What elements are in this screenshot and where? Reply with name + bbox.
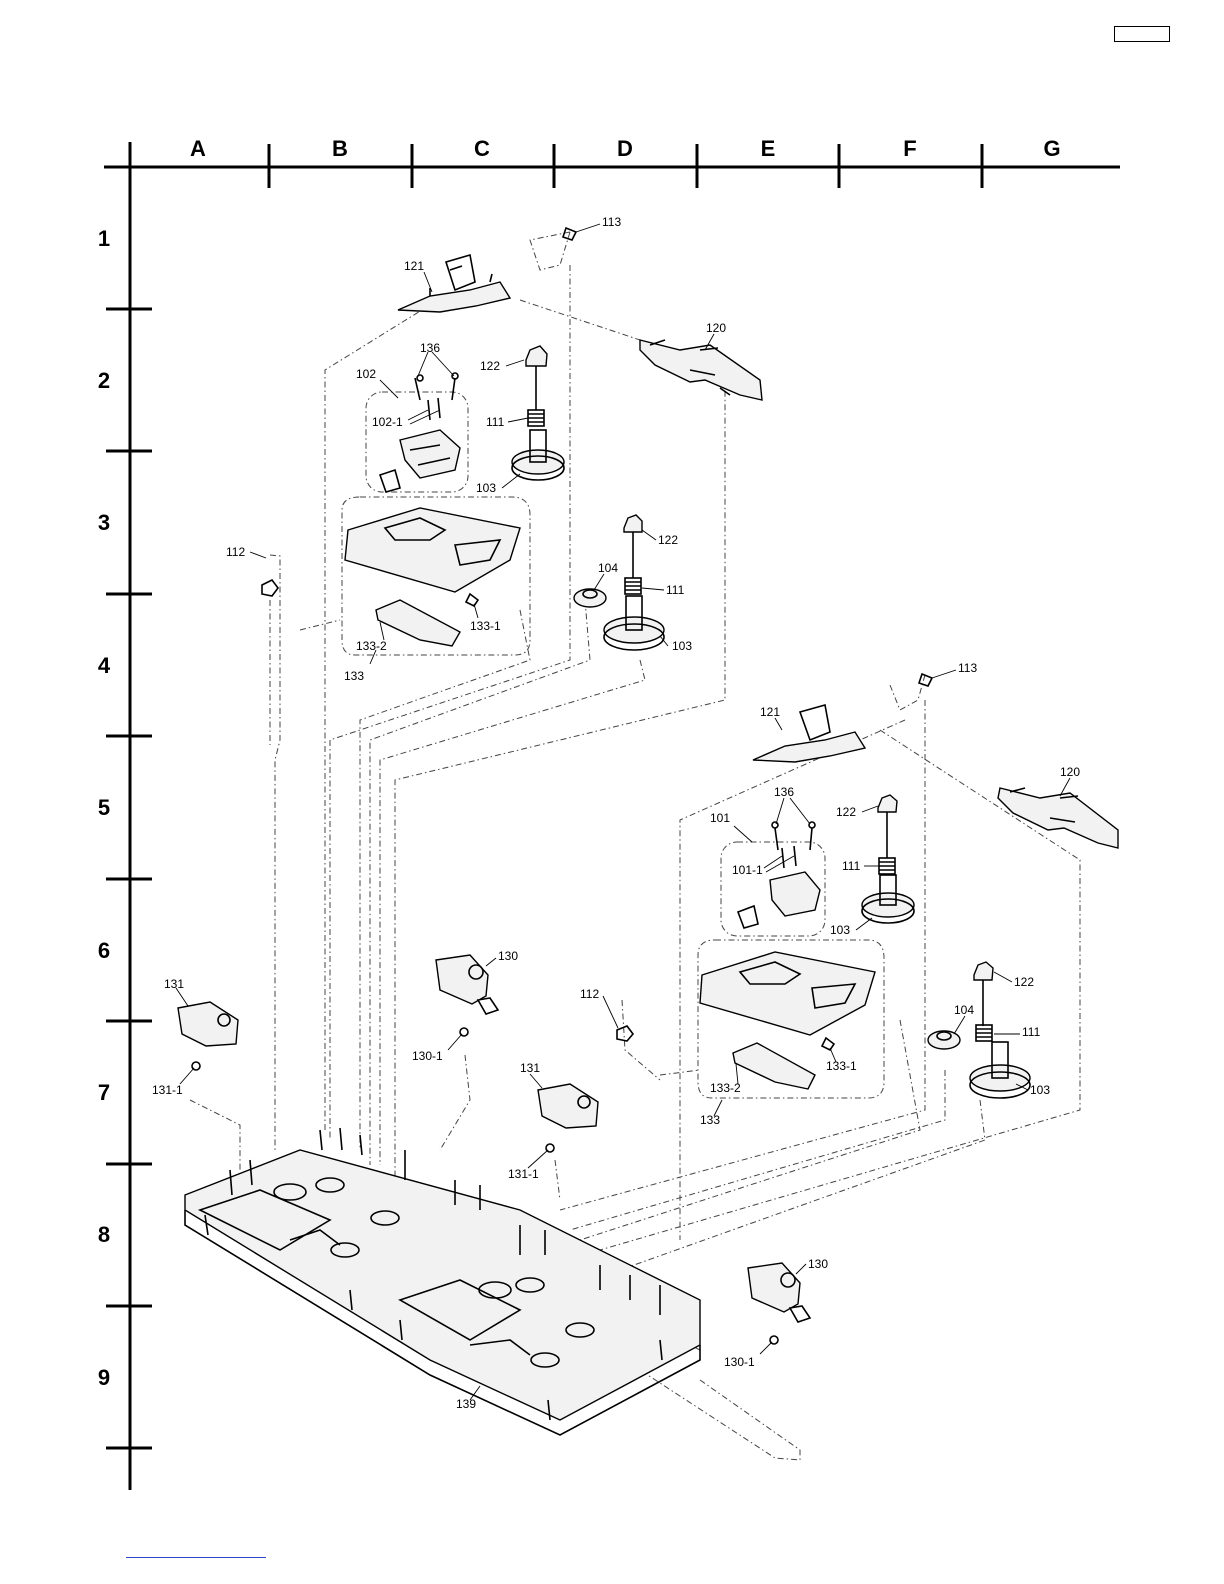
part-102-switch-group	[366, 378, 468, 492]
row-label-3: 3	[98, 510, 110, 535]
callout-122-lower-right: 122	[836, 805, 856, 819]
part-103-lower-right	[862, 875, 914, 923]
callout-113-lower: 113	[958, 661, 977, 675]
callout-102-1: 102-1	[372, 415, 403, 429]
callout-133-lower: 133	[700, 1113, 720, 1127]
callout-103-lower-right: 103	[830, 923, 850, 937]
callout-133-2-upper: 133-2	[356, 639, 387, 653]
column-label-b: B	[332, 136, 348, 161]
callout-120-upper: 120	[706, 321, 726, 335]
part-130-lower-right	[748, 1263, 810, 1322]
row-label-6: 6	[98, 938, 110, 963]
callout-113-upper: 113	[602, 215, 621, 229]
column-label-f: F	[903, 136, 916, 161]
column-label-g: G	[1043, 136, 1060, 161]
callout-121-lower: 121	[760, 705, 780, 719]
part-133-plate-group-lower	[698, 940, 884, 1098]
callout-103-upper: 103	[476, 481, 496, 495]
callout-136-lower: 136	[774, 785, 794, 799]
callout-131-1-center: 131-1	[508, 1167, 539, 1181]
callout-136-upper: 136	[420, 341, 440, 355]
callout-101-1: 101-1	[732, 863, 763, 877]
part-122-upper	[526, 346, 547, 410]
callout-112-lower: 112	[580, 987, 599, 1001]
callout-104-upper: 104	[598, 561, 618, 575]
part-112-upper	[262, 580, 278, 596]
row-label-5: 5	[98, 795, 110, 820]
callout-112-upper: 112	[226, 545, 245, 559]
part-133-plate-group-upper	[342, 497, 530, 655]
part-104-upper	[574, 589, 606, 607]
row-label-8: 8	[98, 1222, 110, 1247]
callout-131-1-left: 131-1	[152, 1083, 183, 1097]
callout-131-center: 131	[520, 1061, 540, 1075]
callout-122-upper: 122	[480, 359, 500, 373]
part-104-lower	[928, 1031, 960, 1049]
part-122-far-right	[974, 962, 993, 1026]
callout-133-1-upper: 133-1	[470, 619, 501, 633]
part-122-mid	[624, 515, 642, 578]
callout-122-mid: 122	[658, 533, 678, 547]
row-label-1: 1	[98, 226, 110, 251]
callout-130-upper-left: 130	[498, 949, 518, 963]
callout-139: 139	[456, 1397, 476, 1411]
row-label-2: 2	[98, 368, 110, 393]
callout-130-1-lower-right: 130-1	[724, 1355, 755, 1369]
callout-131-left: 131	[164, 977, 184, 991]
part-111-far-right	[976, 1025, 992, 1041]
callout-111-upper: 111	[486, 415, 505, 429]
callout-130-1-upper-left: 130-1	[412, 1049, 443, 1063]
callout-102: 102	[356, 367, 376, 381]
row-label-7: 7	[98, 1080, 110, 1105]
part-131-left	[178, 1002, 238, 1046]
part-139-chassis	[185, 1128, 700, 1435]
part-120-upper	[640, 340, 762, 400]
part-113-lower	[919, 674, 932, 686]
part-101-switch-group	[721, 828, 825, 936]
part-111-mid	[625, 578, 641, 594]
callout-133-upper: 133	[344, 669, 364, 683]
row-label-9: 9	[98, 1365, 110, 1390]
row-label-4: 4	[98, 653, 111, 678]
part-111-lower-right	[879, 858, 895, 874]
callout-111-mid: 111	[666, 583, 685, 597]
part-103-far-right	[970, 1042, 1030, 1098]
part-111-upper	[528, 410, 544, 426]
callout-122-far-right: 122	[1014, 975, 1034, 989]
column-label-a: A	[190, 136, 206, 161]
callout-101: 101	[710, 811, 730, 825]
part-120-lower	[998, 788, 1118, 848]
callout-121-upper: 121	[404, 259, 424, 273]
callout-111-far-right: 111	[1022, 1025, 1041, 1039]
part-103-upper	[512, 430, 564, 480]
callout-103-far-right: 103	[1030, 1083, 1050, 1097]
column-label-e: E	[761, 136, 776, 161]
part-103-mid	[604, 596, 664, 650]
callout-103-mid: 103	[672, 639, 692, 653]
column-label-c: C	[474, 136, 490, 161]
part-112-lower	[617, 1026, 633, 1041]
part-131-center	[538, 1084, 598, 1128]
callout-111-lower-right: 111	[842, 859, 861, 873]
callout-133-2-lower: 133-2	[710, 1081, 741, 1095]
callout-133-1-lower: 133-1	[826, 1059, 857, 1073]
column-label-d: D	[617, 136, 633, 161]
callout-130-lower-right: 130	[808, 1257, 828, 1271]
part-122-lower-right	[878, 795, 897, 858]
callout-104-lower: 104	[954, 1003, 974, 1017]
callout-120-lower: 120	[1060, 765, 1080, 779]
